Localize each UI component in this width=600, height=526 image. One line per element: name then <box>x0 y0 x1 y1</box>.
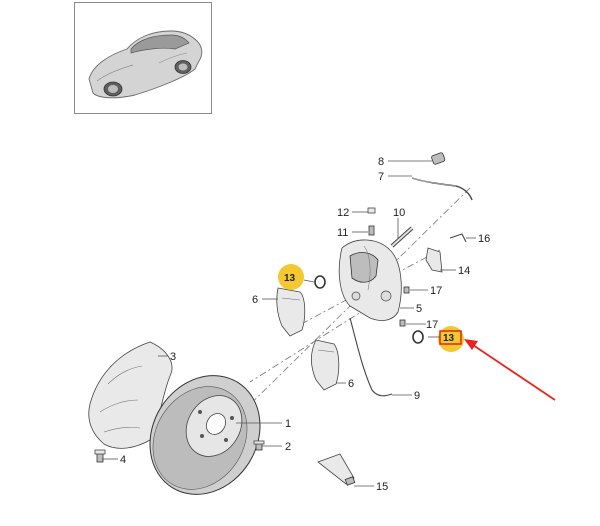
small-screw-lower-part <box>399 319 406 327</box>
callout-12[interactable]: 12 <box>337 207 349 219</box>
wear-sensor-part <box>349 317 393 397</box>
callout-13-lower[interactable]: 13 <box>443 333 455 344</box>
callout-16[interactable]: 16 <box>478 233 490 245</box>
highlight-marker-lower <box>438 326 464 352</box>
cap-part <box>367 207 376 214</box>
seal-ring-lower-part <box>412 330 424 344</box>
shield-bolt-part <box>94 449 106 463</box>
brake-line-part <box>411 177 473 201</box>
pointer-arrow <box>464 339 556 401</box>
callout-17-upper[interactable]: 17 <box>430 285 442 297</box>
seal-ring-upper-part <box>314 275 326 289</box>
connector-part <box>431 152 446 165</box>
brake-disc-part <box>149 375 261 495</box>
brake-pad-upper-part <box>276 287 306 337</box>
spring-clip-part <box>449 233 467 243</box>
grease-tube-part <box>317 453 356 486</box>
callout-6-lower[interactable]: 6 <box>348 378 354 390</box>
callout-10[interactable]: 10 <box>393 207 405 219</box>
callout-5[interactable]: 5 <box>416 303 422 315</box>
callout-15[interactable]: 15 <box>376 481 388 493</box>
caliper-bolt-part <box>390 226 414 248</box>
assembly-axis-lower <box>249 299 381 383</box>
callout-11[interactable]: 11 <box>337 227 348 239</box>
callout-13-upper[interactable]: 13 <box>284 273 296 284</box>
bracket-part <box>425 247 443 273</box>
callout-9[interactable]: 9 <box>414 390 420 402</box>
selected-part-box <box>439 330 462 345</box>
brake-caliper-part <box>338 239 402 321</box>
bleed-screw-part <box>368 225 375 236</box>
callout-17-lower[interactable]: 17 <box>426 319 438 331</box>
small-screw-upper-part <box>403 286 410 294</box>
callout-14[interactable]: 14 <box>458 265 470 277</box>
assembly-axis-main <box>221 187 471 433</box>
highlight-marker-upper <box>278 264 304 290</box>
brake-pad-lower-part <box>311 339 340 391</box>
callout-7[interactable]: 7 <box>378 171 384 183</box>
car-thumbnail-frame <box>74 2 212 114</box>
callout-8[interactable]: 8 <box>378 156 384 168</box>
callout-4[interactable]: 4 <box>120 454 126 466</box>
dust-shield-part <box>88 341 173 449</box>
callout-1[interactable]: 1 <box>285 418 291 430</box>
callout-3[interactable]: 3 <box>170 351 176 363</box>
car-thumbnail-icon <box>88 30 203 99</box>
callout-2[interactable]: 2 <box>285 441 291 453</box>
callout-6-upper[interactable]: 6 <box>252 294 258 306</box>
disc-screw-part <box>253 440 265 451</box>
